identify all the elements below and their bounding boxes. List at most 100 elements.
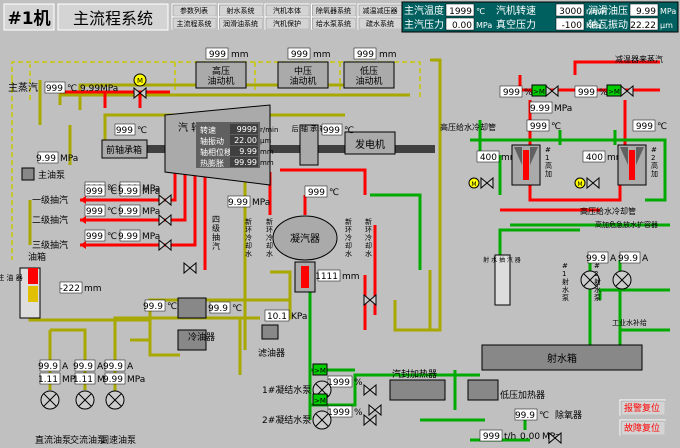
nav-button-label: 汽机保护 [273, 19, 301, 28]
extraction-valve-1[interactable] [158, 213, 172, 227]
unit-label: % [354, 378, 363, 388]
readout-unit: MPa [660, 7, 676, 16]
unit-label: A [127, 362, 134, 372]
extraction-label: 三级抽汽 [32, 239, 68, 251]
cooling-water-out2-label: 新环冷却水 [345, 217, 352, 258]
unit-label: ℃ [539, 411, 549, 421]
alarm-button-1[interactable]: 故障复位 [619, 419, 666, 436]
hp-top-0-motor-icon[interactable]: >M [531, 84, 547, 97]
extraction-press-2: 9.99 [118, 229, 141, 242]
readout-unit: μm [660, 21, 673, 30]
nav-button-7[interactable]: 汽机保护 [264, 16, 310, 30]
nav-button-6[interactable]: 润滑油系统 [218, 16, 263, 30]
oil-cooler-temp-out-value: 99.9 [208, 304, 228, 314]
unit-label: mm [379, 50, 397, 60]
nav-button-label: 润滑油系统 [223, 19, 258, 28]
unit-label: ℃ [657, 122, 667, 132]
unit-label: ℃ [167, 302, 177, 312]
readout-value: -100 [562, 21, 583, 31]
ejector-pump-1[interactable] [612, 270, 632, 290]
unit-label: mm [84, 284, 102, 294]
main-oil-pump-press: 9.99 [36, 151, 59, 164]
readout-value: 0.00 [452, 21, 472, 31]
motor-letter: M [137, 77, 143, 85]
deaerator-label: 除氧器 [555, 409, 582, 421]
hp-heater-title: 高压给水冷却管 [440, 122, 496, 132]
unit-label: MPa [100, 84, 118, 94]
nav-button-1[interactable]: 射水系统 [218, 3, 263, 17]
nav-button-5[interactable]: 主流程系统 [171, 16, 217, 30]
hp-heater-0-temp: 999 [526, 119, 550, 132]
nav-button-0[interactable]: 参数列表 [171, 3, 217, 17]
oil-motor-label: 中压油动机 [289, 65, 316, 87]
nav-button-3[interactable]: 除氧器系统 [311, 3, 356, 17]
ejector-water-tank [481, 344, 643, 371]
deaerator-valve[interactable] [548, 431, 562, 445]
readout-unit: KPa [586, 21, 601, 30]
extraction-valve-0[interactable] [158, 193, 172, 207]
unit-label: ℃ [67, 84, 77, 94]
hp-top-1-value: 999 [574, 85, 598, 98]
extraction-press-1-value: 9.99 [118, 207, 138, 217]
front-bearing-box [101, 139, 148, 159]
condensate-valve-0[interactable] [363, 383, 377, 397]
nav-button-4[interactable]: 减温减压器 [357, 3, 403, 17]
readout-value: 3000 [559, 7, 582, 17]
fourth-extraction-valve[interactable] [183, 261, 197, 275]
rear-bearing-temp-value: 999 [323, 126, 340, 136]
hp-heater-1-motor-icon[interactable]: M [574, 177, 586, 189]
lp-heater-box [467, 379, 499, 401]
readout-unit: ℃ [476, 7, 485, 16]
extraction-temp-0: 999 [84, 184, 106, 197]
oil-pump-0[interactable] [40, 390, 60, 410]
readout-box [555, 3, 585, 17]
hp-top-1-motor-icon[interactable]: >M [606, 84, 622, 97]
oil-filter-label: 滤油器 [258, 347, 285, 359]
oil-cooler-temp-in: 99.9 [143, 299, 166, 312]
unit-label: % [354, 408, 363, 418]
motor-letter: >M [314, 367, 326, 375]
readout-box [445, 17, 475, 31]
oil-pump-0-press: 1.11 [38, 372, 61, 385]
hp-top-1-valve[interactable] [620, 84, 634, 98]
oil-pump-2[interactable] [105, 390, 125, 410]
condensate-pump-1-motor-icon[interactable]: >M [312, 393, 328, 406]
hp-heater-1-valve[interactable] [586, 176, 600, 190]
condensate-valve-1[interactable] [363, 413, 377, 427]
gland-valve[interactable] [368, 403, 382, 417]
oil-filler-label: 注 油 器 [0, 273, 23, 282]
ejector-pump-0-value-value: 99.9 [586, 254, 606, 264]
main-steam-motor-icon[interactable]: M [133, 73, 147, 87]
deaerator-temp-value: 99.9 [515, 411, 535, 421]
oil-pump-1[interactable] [75, 390, 95, 410]
main-steam-temp: 999 [44, 81, 66, 94]
readout-box [445, 3, 475, 17]
nav-button-label: 主流程系统 [177, 19, 212, 28]
hp-top-0-value: 999 [499, 85, 523, 98]
turbine-param-label: 转速 [200, 125, 216, 135]
unit-label: ℃ [344, 126, 354, 136]
alarm-button-0[interactable]: 报警复位 [619, 399, 666, 416]
hp-drain-label: 高加危急放水扩容器 [595, 220, 658, 229]
hp-heater-1-temp: 999 [632, 119, 656, 132]
hp-heater-0-motor-icon[interactable]: M [468, 177, 480, 189]
nav-button-9[interactable]: 疏水系统 [357, 16, 403, 30]
main-steam-valve[interactable] [133, 86, 147, 100]
condenser-drain-valve[interactable] [363, 293, 377, 307]
flow-value-value: 999 [483, 432, 500, 442]
extraction-valve-2[interactable] [158, 238, 172, 252]
nav-button-8[interactable]: 给水泵系统 [311, 16, 356, 30]
lp-heater-label: 低压加热器 [500, 389, 545, 401]
condensate-pump-label: 1#凝结水泵 [262, 384, 311, 396]
oil-pump-2-press: 9.99 [103, 372, 126, 385]
readout-box [629, 17, 659, 31]
hp-heater-0-valve[interactable] [480, 176, 494, 190]
nav-button-2[interactable]: 汽机本体 [264, 3, 310, 17]
hp-top-0-valve[interactable] [545, 84, 559, 98]
unit-label: KPa [291, 312, 307, 322]
condensate-pump-0-motor-icon[interactable]: >M [312, 363, 328, 376]
ejector-pump-0[interactable] [580, 270, 600, 290]
condensate-pump-1[interactable] [312, 410, 332, 430]
hp-heater-1-temp-value: 999 [636, 122, 653, 132]
